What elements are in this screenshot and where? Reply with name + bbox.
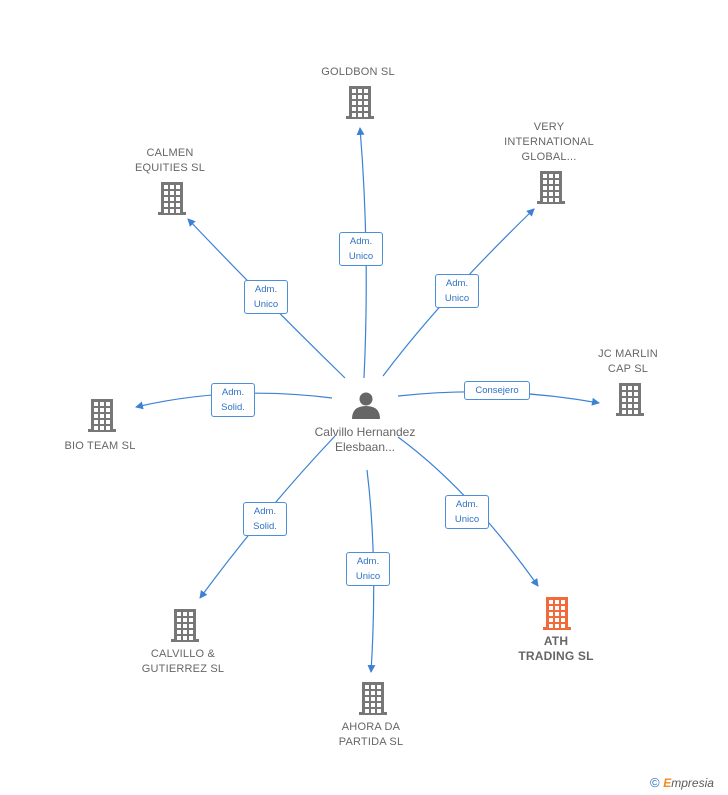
person-icon[interactable] <box>352 392 380 420</box>
relation-badge-ath-trading: Adm. Unico <box>445 495 489 529</box>
relation-badge-calvillo-gutierrez: Adm. Solid. <box>243 502 287 536</box>
company-label-jc-marlin[interactable]: JC MARLIN CAP SL <box>598 348 658 375</box>
company-label-goldbon[interactable]: GOLDBON SL <box>321 66 395 78</box>
building-icon-ahora-da-partida[interactable] <box>359 682 387 715</box>
building-icon-calmen-equities[interactable] <box>158 182 186 215</box>
relation-badge-goldbon: Adm. Unico <box>339 232 383 266</box>
empresia-logo: Empresia <box>663 776 714 790</box>
building-icon-goldbon[interactable] <box>346 86 374 119</box>
relation-badge-ahora-da-partida: Adm. Unico <box>346 552 390 586</box>
company-label-ahora-da-partida[interactable]: AHORA DA PARTIDA SL <box>338 721 404 748</box>
relation-badge-very-international: Adm. Unico <box>435 274 479 308</box>
company-label-calvillo-gutierrez[interactable]: CALVILLO & GUTIERREZ SL <box>141 648 225 675</box>
copyright-symbol: © <box>650 775 660 790</box>
company-label-very-international[interactable]: VERY INTERNATIONAL GLOBAL... <box>504 121 594 163</box>
company-label-ath-trading[interactable]: ATH TRADING SL <box>518 634 594 663</box>
building-icon-very-international[interactable] <box>537 171 565 204</box>
relation-badge-bio-team: Adm. Solid. <box>211 383 255 417</box>
building-icon-jc-marlin[interactable] <box>616 383 644 416</box>
relation-badge-calmen-equities: Adm. Unico <box>244 280 288 314</box>
company-label-bio-team[interactable]: BIO TEAM SL <box>64 440 136 452</box>
center-person-name[interactable]: Calvillo Hernandez Elesbaan... <box>314 425 416 454</box>
building-icon-calvillo-gutierrez[interactable] <box>171 609 199 642</box>
building-icon-bio-team[interactable] <box>88 399 116 432</box>
building-icon-ath-trading[interactable] <box>543 597 571 630</box>
relation-badge-jc-marlin: Consejero <box>464 380 530 400</box>
company-label-calmen-equities[interactable]: CALMEN EQUITIES SL <box>134 147 206 174</box>
footer-brand[interactable]: © Empresia <box>650 775 714 790</box>
